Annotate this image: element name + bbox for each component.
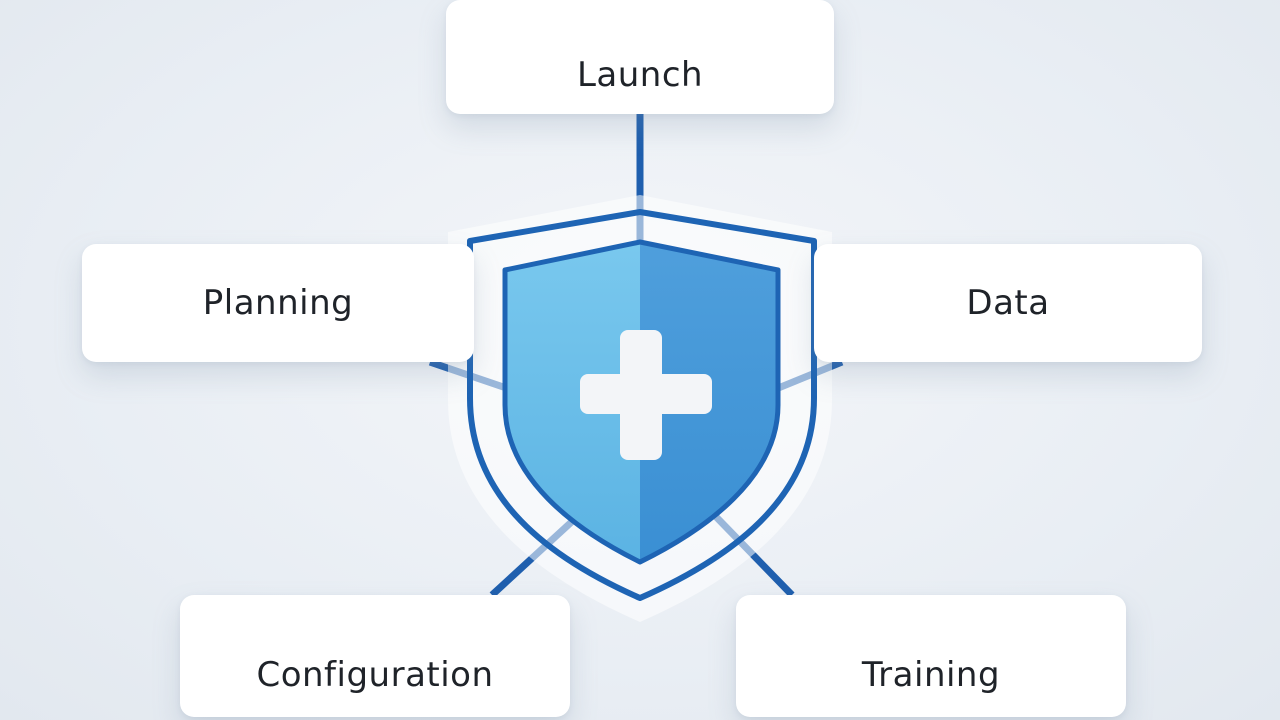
node-label-planning: Planning	[202, 283, 354, 323]
node-configuration: Configuration	[180, 595, 570, 717]
plus-horizontal	[580, 374, 712, 414]
node-launch: Launch	[446, 0, 834, 114]
node-planning: Planning	[82, 244, 474, 362]
node-data: Data	[814, 244, 1202, 362]
shield-inner-outline	[502, 239, 781, 565]
node-label-launch: Launch	[576, 55, 704, 95]
shield-fill-left	[505, 242, 640, 562]
node-training: Training	[736, 595, 1126, 717]
node-label-data: Data	[966, 283, 1050, 323]
node-label-configuration: Configuration	[256, 655, 494, 695]
node-label-training: Training	[861, 655, 1001, 695]
shield-outer-outline	[467, 209, 817, 601]
